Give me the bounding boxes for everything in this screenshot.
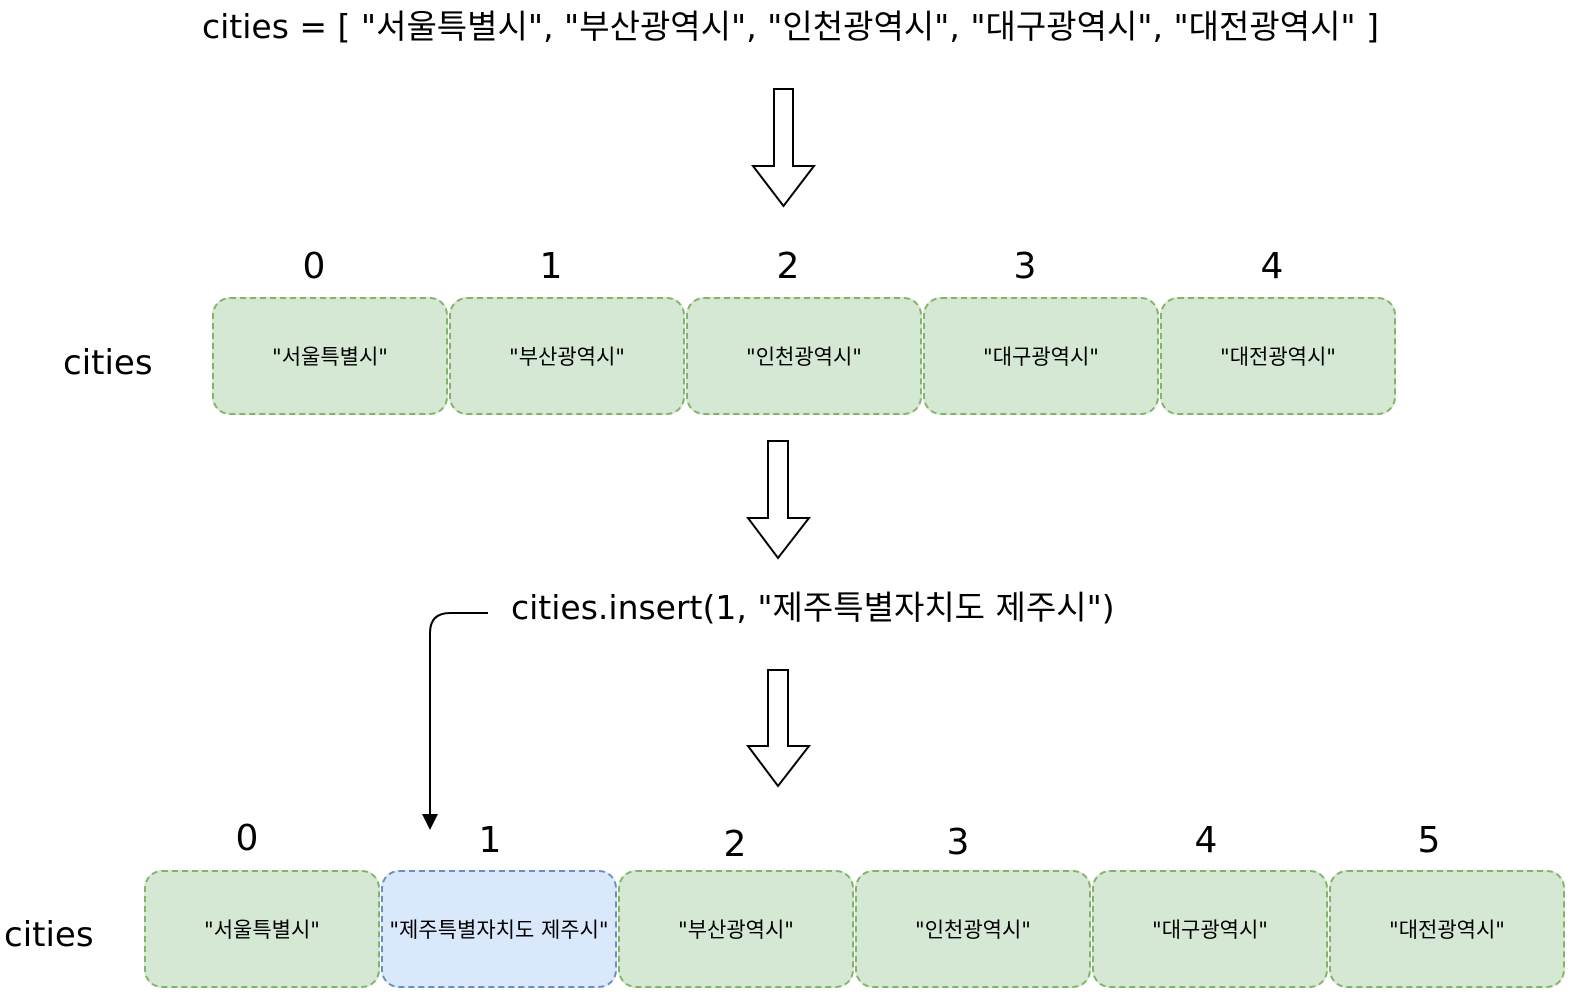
after-cell-5: "대전광역시" (1329, 870, 1565, 988)
before-cell-3: "대구광역시" (923, 297, 1159, 415)
before-index-1: 1 (539, 246, 563, 287)
after-cell-1-inserted: "제주특별자치도 제주시" (381, 870, 617, 988)
before-index-0: 0 (302, 246, 326, 287)
down-arrow-1 (750, 88, 817, 208)
after-cell-0: "서울특별시" (144, 870, 380, 988)
before-index-3: 3 (1013, 246, 1037, 287)
after-index-4: 4 (1194, 820, 1218, 861)
after-index-0: 0 (235, 818, 259, 859)
after-cell-4: "대구광역시" (1092, 870, 1328, 988)
after-index-2: 2 (723, 824, 747, 865)
before-index-2: 2 (776, 246, 800, 287)
down-arrow-2 (746, 440, 812, 560)
after-index-3: 3 (946, 822, 970, 863)
before-cell-1: "부산광역시" (449, 297, 685, 415)
insert-operation-code: cities.insert(1, "제주특별자치도 제주시") (511, 588, 1115, 627)
initial-list-code: cities = [ "서울특별시", "부산광역시", "인천광역시", "대… (202, 7, 1379, 46)
after-list-label: cities (4, 915, 94, 955)
before-cell-2: "인천광역시" (686, 297, 922, 415)
down-arrow-3 (746, 669, 812, 788)
before-list-label: cities (63, 343, 153, 383)
after-cell-3: "인천광역시" (855, 870, 1091, 988)
before-cell-0: "서울특별시" (212, 297, 448, 415)
before-index-4: 4 (1260, 246, 1284, 287)
after-cell-2: "부산광역시" (618, 870, 854, 988)
insert-connector-line (429, 612, 488, 815)
after-index-5: 5 (1417, 820, 1441, 861)
before-cell-4: "대전광역시" (1160, 297, 1396, 415)
insert-connector-arrowhead (422, 814, 438, 830)
after-index-1: 1 (478, 820, 502, 861)
